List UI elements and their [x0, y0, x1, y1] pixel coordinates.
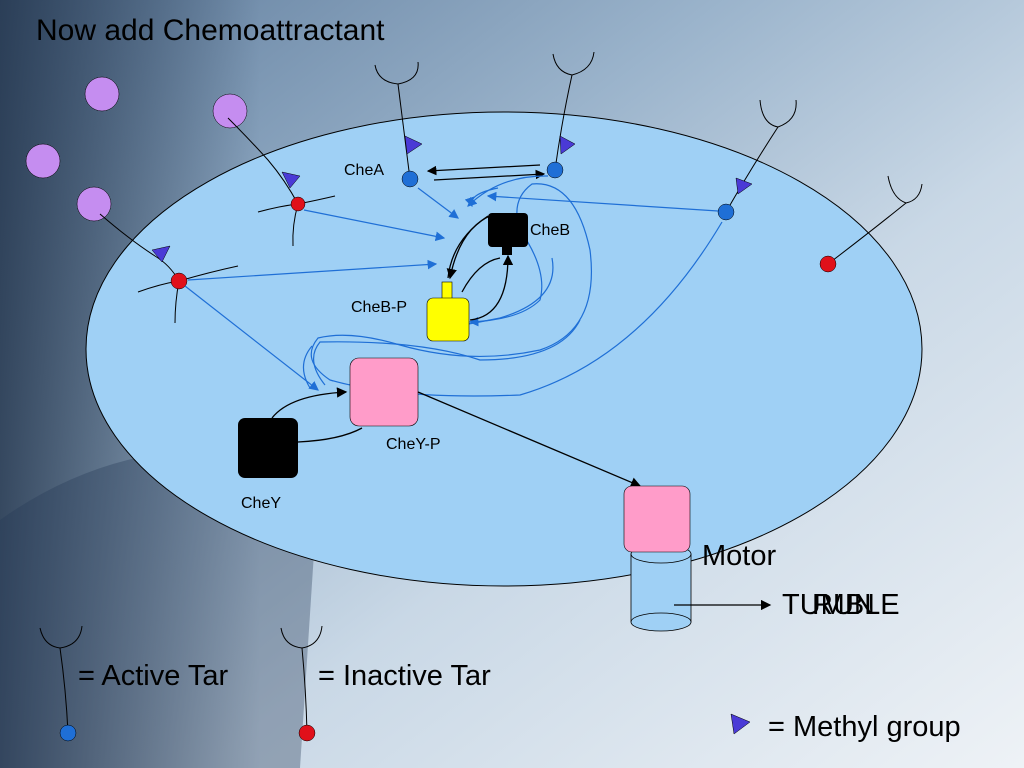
legend-inactive-tar-label: = Inactive Tar: [318, 660, 491, 692]
chea-label: CheA: [344, 162, 385, 179]
cheb-cycle-arrows: [446, 214, 514, 321]
cheb-stem: [502, 245, 512, 255]
motor-label: Motor: [702, 540, 777, 572]
tar-receptor-inactive: [819, 175, 923, 273]
chey-phosphorylation-arrow: [271, 387, 348, 419]
exchange-arrow: [433, 169, 546, 181]
tar-receptor-active: [717, 99, 797, 221]
motor-cheyp-box: [623, 485, 691, 553]
chebp-box: [426, 297, 470, 342]
motor-cylinder: [630, 544, 692, 632]
ligand-molecule: [25, 143, 61, 179]
methyl-group-icon: [151, 245, 171, 263]
chebp-label: CheB-P: [351, 299, 408, 316]
tar-receptor-active: [374, 61, 423, 188]
legend-active-tar-icon: [39, 625, 83, 742]
motor-output-run: RUN: [812, 589, 875, 621]
receptor-signal-node: [290, 196, 306, 212]
methyl-group-icon: [735, 177, 753, 195]
motor-output-text: TUMBLE RUN: [782, 591, 932, 625]
legend-active-tar-label: = Active Tar: [78, 660, 229, 692]
receptor-signal-node: [401, 170, 419, 188]
tar-receptor-active: [546, 51, 595, 179]
chebp-phosphate: [441, 281, 453, 301]
tar-receptor-inactive: [227, 117, 336, 247]
ligand-molecule: [76, 186, 112, 222]
legend-methyl-label: = Methyl group: [768, 711, 961, 743]
ligand-molecule: [84, 76, 120, 112]
cheyp-to-motor-arrow: [417, 391, 642, 488]
receptor-signal-node: [819, 255, 837, 273]
exchange-arrow: [426, 164, 541, 176]
receptor-signal-node: [170, 272, 188, 290]
cheyp-box: [349, 357, 419, 427]
chey-box: [238, 418, 298, 478]
signaling-arrows: [184, 175, 723, 397]
cheb-box: [488, 213, 528, 247]
cheyp-label: CheY-P: [386, 436, 441, 453]
tar-receptor-inactive: [99, 213, 239, 324]
chey-label: CheY: [241, 495, 282, 512]
motor-output-tumble: TUMBLE: [782, 589, 900, 621]
slide-title: Now add Chemoattractant: [36, 14, 385, 47]
ligand-molecule: [212, 93, 248, 129]
receptor-signal-node: [717, 203, 735, 221]
legend-methyl-icon: [730, 713, 751, 735]
cheb-label: CheB: [530, 222, 571, 239]
methyl-group-icon: [404, 135, 423, 155]
methyl-group-icon: [281, 171, 301, 189]
receptor-signal-node: [546, 161, 564, 179]
chey-return-line: [297, 427, 363, 443]
methyl-group-icon: [559, 135, 576, 155]
legend-inactive-tar-icon: [280, 625, 323, 742]
